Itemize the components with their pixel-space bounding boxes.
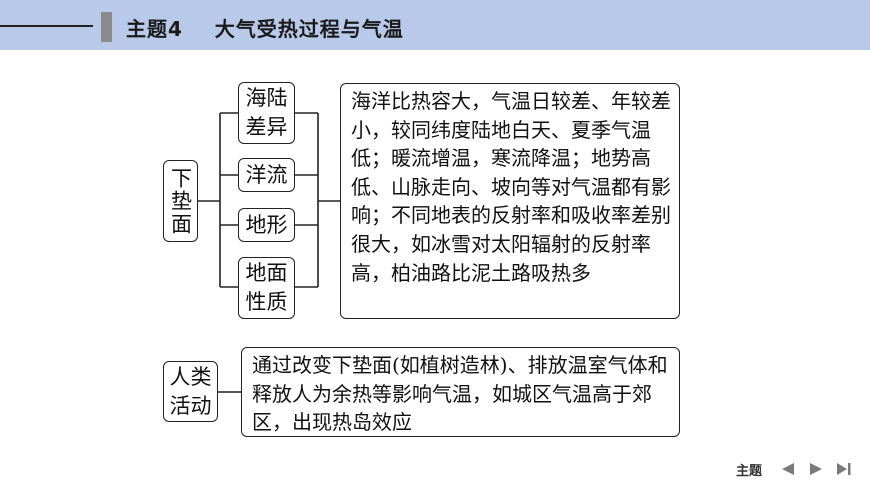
factor-box-terrain: 地形: [238, 208, 295, 242]
triangle-right-icon[interactable]: [808, 461, 824, 477]
header-rule: [0, 25, 93, 27]
factor-label: 海陆差异: [245, 86, 288, 139]
nav-home-link[interactable]: 主题: [735, 463, 762, 479]
triangle-left-icon[interactable]: [780, 461, 796, 477]
header-marker: [101, 12, 112, 42]
factor-label: 地形: [245, 212, 288, 237]
human-description-box: 通过改变下垫面(如植树造林)、排放温室气体和释放人为余热等影响气温，如城区气温高…: [241, 347, 680, 437]
human-description-text: 通过改变下垫面(如植树造林)、排放温室气体和释放人为余热等影响气温，如城区气温高…: [252, 353, 668, 435]
human-activity-box: 人类活动: [163, 361, 218, 422]
skip-end-icon[interactable]: [836, 461, 852, 477]
root-description-text: 海洋比热容大，气温日较差、年较差小，较同纬度陆地白天、夏季气温低；暖流增温，寒流…: [351, 89, 671, 285]
page-title: 主题4 大气受热过程与气温: [126, 17, 404, 41]
slide-nav: 主题: [736, 458, 852, 480]
factor-box-ocean-current: 洋流: [238, 158, 295, 192]
factor-label: 洋流: [245, 162, 288, 187]
root-node-label: 下垫面: [168, 166, 193, 236]
root-description-box: 海洋比热容大，气温日较差、年较差小，较同纬度陆地白天、夏季气温低；暖流增温，寒流…: [340, 83, 680, 319]
root-node-box: 下垫面: [163, 160, 198, 242]
factor-label: 地面性质: [245, 261, 288, 314]
factor-box-sea-land: 海陆差异: [238, 82, 295, 144]
header-bar: 主题4 大气受热过程与气温: [0, 0, 870, 50]
factor-box-surface: 地面性质: [238, 257, 295, 319]
human-activity-label: 人类活动: [169, 364, 212, 418]
